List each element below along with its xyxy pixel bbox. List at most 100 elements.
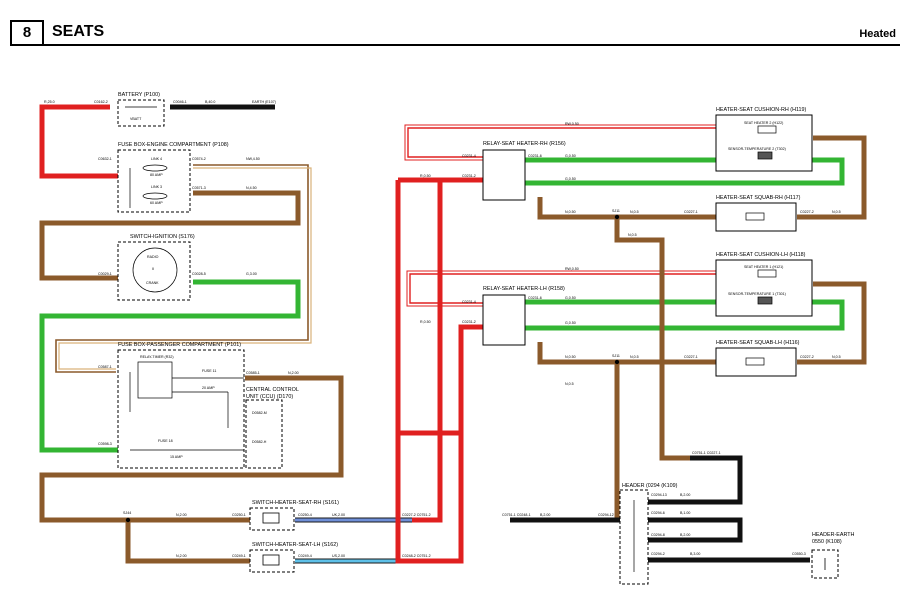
label-squab-rh: HEATER-SEAT SQUAB-RH (H117) [716,195,801,201]
wl-n20b: N,2.00 [176,513,187,517]
label-switch-rh: SWITCH-HEATER-SEAT-RH (S161) [252,500,339,506]
wl-earth: EARTH (E107) [252,100,276,104]
splice-sj11-rh [614,214,620,220]
svg-text:VBATT: VBATT [130,117,142,121]
wl-c0028: C0028-5 [192,272,206,276]
label-link3-amp: 60 AMP [150,201,163,205]
wire-brown-ccu [39,375,344,523]
label-ccu: CENTRAL CONTROL [246,387,299,393]
wl-n05h: N,0.5 [565,382,574,386]
wl-d0582m: D0582-M [252,411,267,415]
wl-c0598: C0598-3 [98,442,112,446]
wl-n05c: N,0.5 [832,210,841,214]
page-header: 8 SEATS Heated [0,0,904,50]
wl-n20c: N,2.00 [176,554,187,558]
section-number: 8 [10,20,44,46]
battery: VBATT [117,99,165,127]
label-fuse11-amp: 20 AMP [202,386,215,390]
label-header-earth: HEADER-EARTH [812,532,855,538]
header-earth [811,549,839,579]
wl-g05d: G,0.50 [565,321,576,325]
wl-c0632: C0632-1 [98,157,112,161]
label-relay-rh: RELAY-SEAT HEATER-RH (R156) [483,141,566,147]
label-switch-lh: SWITCH-HEATER-SEAT-LH (S162) [252,542,338,548]
wl-c0046: C0046-1 [173,100,187,104]
relay-rh [482,149,526,201]
label-fusebox-pass: FUSE BOX-PASSENGER COMPARTMENT (P101) [118,342,241,348]
heater-squab-rh [715,202,797,232]
wl-n05b: N,0.5 [630,210,639,214]
label-fusebox-engine: FUSE BOX-ENGINE COMPARTMENT (P108) [118,142,229,148]
wl-d0582h: D0582-H [252,440,267,444]
wire-rw-lh [409,273,716,304]
label-sj11-lh: SJ11 [612,354,620,358]
wl-c0029: C0029-1 [98,272,112,276]
wl-c0585: C0585-1 [246,371,260,375]
heater-cushion-lh [715,259,813,317]
wl-n05d: N,0.5 [628,233,637,237]
wl-n05a: N,0.50 [565,210,576,214]
label-sensor-lh: SENSOR-TEMPERATURE 1 (T301) [728,292,786,296]
relay-lh [482,294,526,346]
label-battery: BATTERY (P100) [118,92,160,98]
switch-rh [249,507,295,531]
label-fuse18: FUSE 18 [158,439,173,443]
heater-squab-lh [715,347,797,377]
wl-nw45: NW,4.50 [246,157,260,161]
label-seat-heater-rh: SEAT HEATER 2 (H122) [744,121,783,125]
label-relay-timer: RELAY-TIMER (R32) [140,355,174,359]
wl-b10: B,1.00 [680,511,690,515]
label-ignition: SWITCH-IGNITION (S176) [130,234,195,240]
fusebox-engine [117,149,191,213]
wl-rw05a: RW,0.50 [565,122,579,126]
label-link3: LINK 3 [151,185,162,189]
label-cushion-rh: HEATER-SEAT CUSHION-RH (H119) [716,107,807,113]
heater-cushion-rh [715,114,813,172]
splice-sj44 [125,517,131,523]
svg-text:CRANK: CRANK [146,281,159,285]
wire-red-relay-rh [412,177,483,523]
wl-g30: G,3.00 [246,272,257,276]
label-link4: LINK 4 [151,157,162,161]
wl-r05a: R,0.50 [420,174,431,178]
section-title: SEATS [52,23,105,40]
label-link4-amp: 80 AMP [150,173,163,177]
switch-lh [249,549,295,573]
label-relay-lh: RELAY-SEAT HEATER-LH (R158) [483,286,565,292]
wl-c0751: C0751-1 C0248-1 [502,513,531,517]
wl-c0294-12: C0294-12 [598,513,614,517]
label-sj11-rh: SJ11 [612,209,620,213]
label-sj44: SJ44 [123,511,131,515]
splice-sj11-lh [614,359,620,365]
wl-us20: US,2.00 [332,554,345,558]
label-fuse11: FUSE 11 [202,369,216,373]
label-cushion-lh: HEATER-SEAT CUSHION-LH (H118) [716,252,806,258]
wire-brown-sj44 [125,520,250,564]
wl-b20b: B,2.00 [680,493,690,497]
wl-n20a: N,2.00 [288,371,299,375]
wire-green-lh [525,299,845,331]
wl-c0250-1: C0250-1 [232,513,246,517]
wire-red-battery [39,104,118,179]
svg-text:RADIO: RADIO [147,255,159,259]
header-k109 [619,489,649,585]
wl-r25: R,25.0 [44,100,55,104]
ccu [245,399,283,469]
wl-c0249-1: C0249-1 [232,554,246,558]
wl-c0231-6a: C0231-6 [528,154,542,158]
header-rule [44,44,900,46]
wl-c0227b: C0227-2 [800,210,814,214]
label-seat-heater-lh: SEAT HEATER 1 (H121) [744,265,783,269]
wire-green-rh [525,157,845,186]
wl-c0227-2: C0227-2 C0751-2 [402,513,431,517]
wl-c0231-2a: C0231-2 [462,174,476,178]
wl-r05b: R,0.50 [420,320,431,324]
wl-c0294-2: C0294-2 [651,552,665,556]
wl-uk20: UK,2.00 [332,513,345,517]
wl-c0248: C0248-2 C0751-2 [402,554,431,558]
label-header-k109: HEADER (0294 (K109) [622,483,678,489]
wl-c0162: C0162-2 [94,100,108,104]
wl-c0587: C0587-1 [98,365,112,369]
svg-text:II: II [152,267,154,271]
